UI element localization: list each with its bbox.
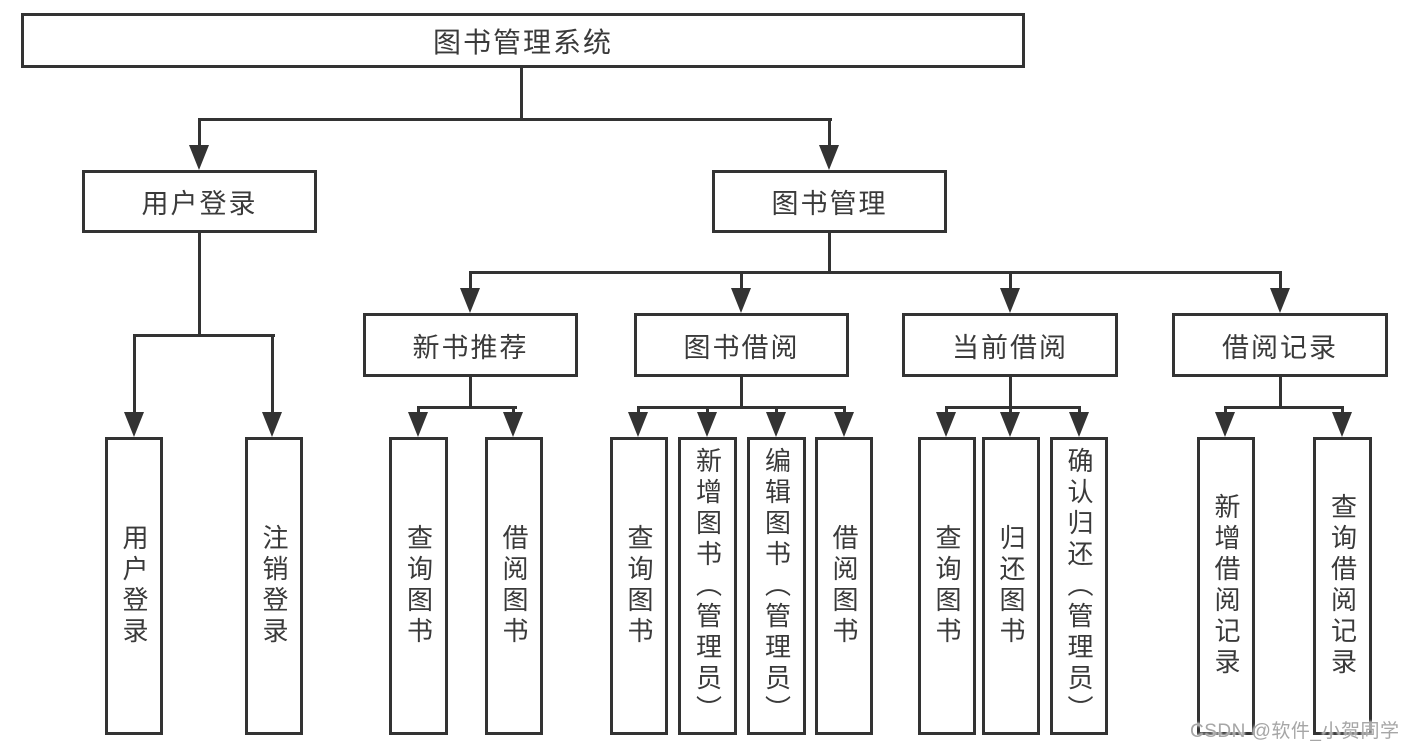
node-book-management: 图书管理 [712,170,947,233]
leaf-edit-book-admin: 编辑图书（管理员） [747,437,806,735]
leaf-label: 新增借阅记录 [1211,493,1241,679]
arrow-down-icon [936,412,956,437]
leaf-confirm-return-admin: 确认归还（管理员） [1050,437,1108,735]
connector-line [1224,406,1227,416]
arrow-down-icon [1069,412,1089,437]
arrow-down-icon [408,412,428,437]
connector-line [1009,271,1012,293]
connector-line [271,334,274,414]
arrow-down-icon [503,412,523,437]
arrow-down-icon [766,412,786,437]
connector-line [520,68,523,121]
connector-line [1078,406,1081,416]
leaf-label: 借阅图书 [829,524,859,648]
arrow-down-icon [731,288,751,313]
arrow-down-icon [628,412,648,437]
leaf-query-books-recommend: 查询图书 [389,437,448,735]
node-library-system: 图书管理系统 [21,13,1025,68]
connector-line [198,118,201,150]
leaf-add-borrow-record: 新增借阅记录 [1197,437,1255,735]
connector-line [512,406,515,416]
connector-line [198,118,832,121]
connector-line [1279,377,1282,409]
arrow-down-icon [460,288,480,313]
arrow-down-icon [262,412,282,437]
connector-line [1341,406,1344,416]
connector-line [740,377,743,409]
connector-line [945,406,1081,409]
arrow-down-icon [1270,288,1290,313]
leaf-label: 编辑图书（管理员） [761,446,792,726]
leaf-label: 查询图书 [403,524,434,648]
arrow-down-icon [819,145,839,170]
leaf-label: 查询借阅记录 [1327,493,1358,679]
arrow-down-icon [1332,412,1352,437]
arrow-down-icon [697,412,717,437]
leaf-add-book-admin: 新增图书（管理员） [678,437,737,735]
connector-line [706,406,709,416]
arrow-down-icon [834,412,854,437]
leaf-return-books: 归还图书 [982,437,1040,735]
leaf-query-borrow-record: 查询借阅记录 [1313,437,1372,735]
leaf-label: 查询图书 [932,524,962,648]
node-new-book-recommendation: 新书推荐 [363,313,578,377]
node-user-login: 用户登录 [82,170,317,233]
leaf-borrow-books-recommend: 借阅图书 [485,437,543,735]
leaf-label: 新增图书（管理员） [692,446,723,726]
leaf-user-login: 用户登录 [105,437,163,735]
connector-line [828,233,831,274]
leaf-label: 注销登录 [259,524,289,648]
connector-line [843,406,846,416]
node-current-borrowing: 当前借阅 [902,313,1118,377]
connector-line [1009,377,1012,409]
leaf-label: 归还图书 [996,524,1026,648]
arrow-down-icon [124,412,144,437]
connector-line [637,406,846,409]
node-book-borrowing: 图书借阅 [634,313,849,377]
leaf-label: 确认归还（管理员） [1064,446,1094,726]
leaf-label: 借阅图书 [499,524,529,648]
connector-line [198,233,201,337]
leaf-label: 查询图书 [624,524,654,648]
node-borrowing-records: 借阅记录 [1172,313,1388,377]
connector-line [469,271,1282,274]
arrow-down-icon [189,145,209,170]
connector-line [1224,406,1344,409]
connector-line [637,406,640,416]
connector-line [1279,271,1282,293]
connector-line [775,406,778,416]
arrow-down-icon [1000,412,1020,437]
connector-line [133,334,136,414]
connector-line [417,406,420,416]
leaf-borrow-books-borrowing: 借阅图书 [815,437,873,735]
arrow-down-icon [1000,288,1020,313]
connector-line [133,334,275,337]
connector-line [1009,406,1012,416]
csdn-watermark: CSDN @软件_小贺同学 [1190,721,1400,742]
connector-line [828,118,831,150]
connector-line [417,406,517,409]
leaf-label: 用户登录 [119,524,149,648]
leaf-query-books-borrowing: 查询图书 [610,437,668,735]
connector-line [469,271,472,293]
arrow-down-icon [1215,412,1235,437]
leaf-logout: 注销登录 [245,437,303,735]
connector-line [469,377,472,409]
leaf-query-books-current: 查询图书 [918,437,976,735]
connector-line [945,406,948,416]
connector-line [740,271,743,293]
